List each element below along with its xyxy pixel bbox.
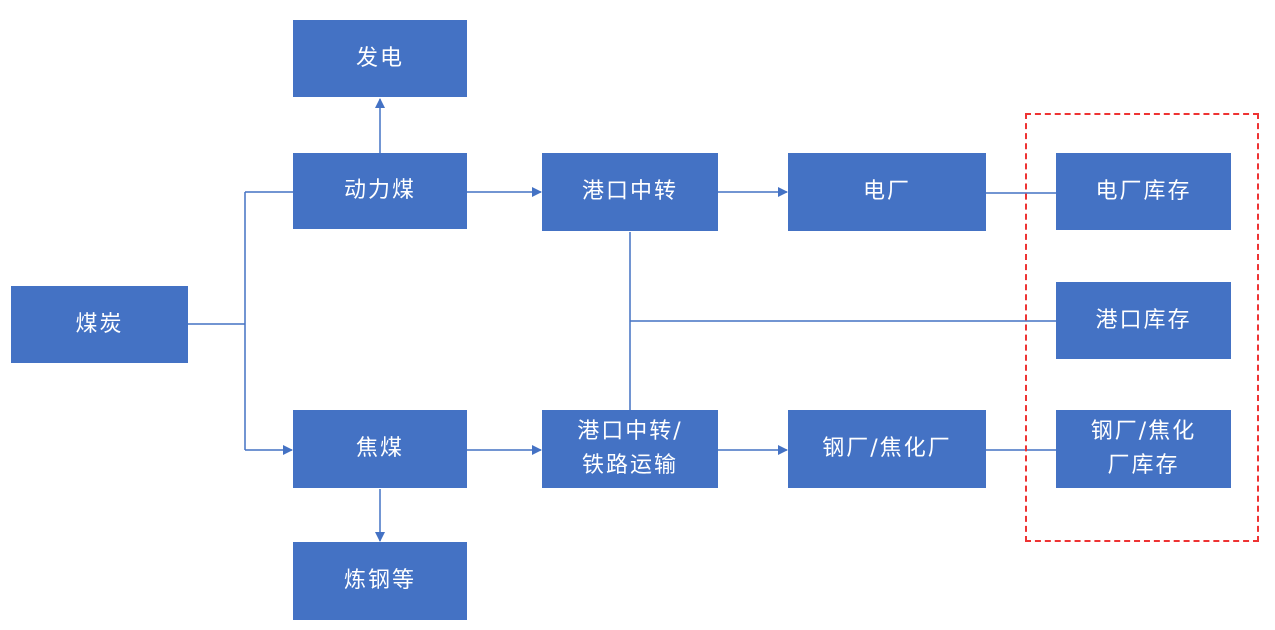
node-steel-coking-stock: 钢厂/焦化 厂库存 <box>1056 410 1231 488</box>
node-power-plant-label: 电厂 <box>862 179 911 204</box>
node-thermal-coal-label: 动力煤 <box>343 178 416 203</box>
node-thermal-coal: 动力煤 <box>293 153 467 229</box>
connector-coal-branch <box>188 192 246 450</box>
node-port-transfer-label: 港口中转 <box>581 179 678 204</box>
node-steelmaking-label: 炼钢等 <box>343 568 416 593</box>
inventory-highlight-box <box>1025 113 1259 542</box>
node-power-plant: 电厂 <box>788 153 986 231</box>
node-coal-label: 煤炭 <box>75 311 124 337</box>
node-power-generation: 发电 <box>293 20 467 97</box>
node-port-rail-transport-label: 港口中转/ 铁路运输 <box>577 419 683 478</box>
node-power-plant-stock: 电厂库存 <box>1056 153 1231 230</box>
node-steel-coking-stock-label: 钢厂/焦化 厂库存 <box>1090 419 1197 478</box>
node-coking-coal-label: 焦煤 <box>355 436 404 461</box>
node-port-rail-transport: 港口中转/ 铁路运输 <box>542 410 718 488</box>
node-power-plant-stock-label: 电厂库存 <box>1095 178 1192 204</box>
node-port-stock-label: 港口库存 <box>1095 307 1192 333</box>
node-coking-coal: 焦煤 <box>293 410 467 488</box>
node-steel-coking-plant: 钢厂/焦化厂 <box>788 410 986 488</box>
node-coal: 煤炭 <box>11 286 188 363</box>
node-power-generation-label: 发电 <box>355 45 404 71</box>
node-port-stock: 港口库存 <box>1056 282 1231 359</box>
node-steelmaking: 炼钢等 <box>293 542 467 620</box>
node-port-transfer: 港口中转 <box>542 153 718 231</box>
node-steel-coking-plant-label: 钢厂/焦化厂 <box>822 436 952 461</box>
